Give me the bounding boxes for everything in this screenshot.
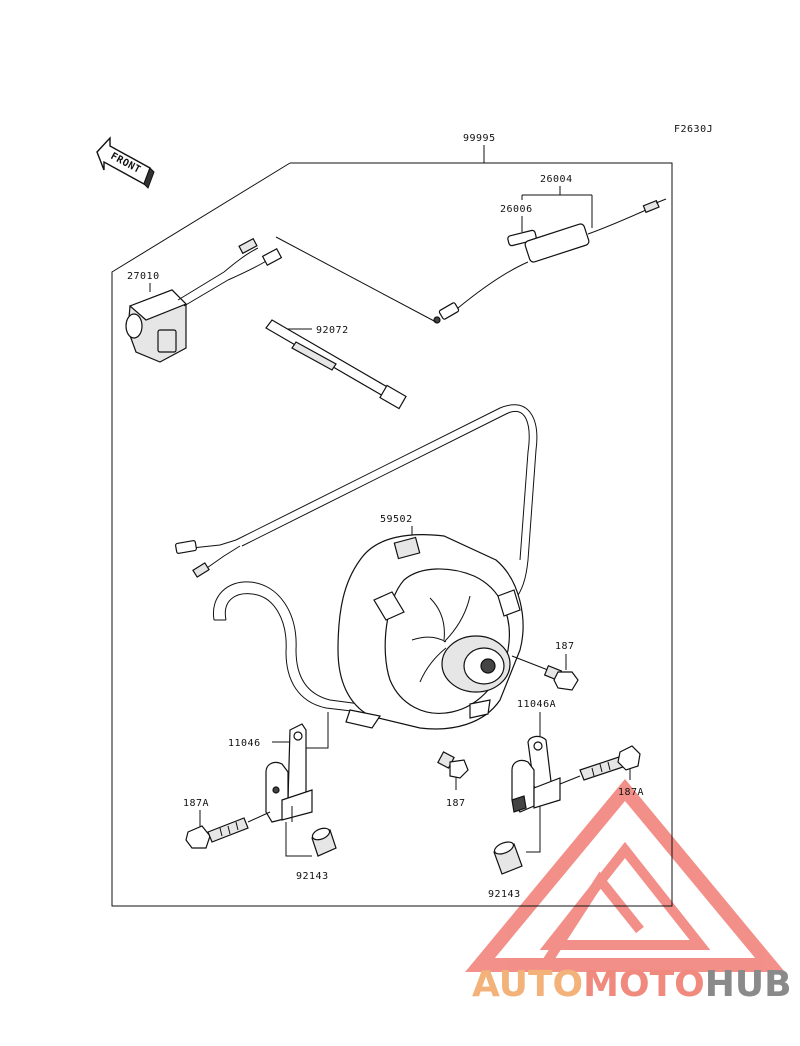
- kit-frame: [111, 145, 673, 907]
- watermark-part-1: AUTO: [472, 964, 583, 1005]
- watermark-part-3: HUB: [705, 964, 792, 1005]
- bolt-187a-left-icon: [185, 817, 249, 849]
- fuse-icon: [507, 229, 537, 247]
- label-collar-left: 92143: [296, 871, 329, 882]
- watermark-text: AUTOMOTOHUB: [472, 964, 792, 1005]
- bracket-11046-icon: [265, 723, 313, 823]
- label-bracket-11046a: 11046A: [517, 699, 556, 710]
- bolt-187-center-icon: [437, 751, 469, 779]
- bracket-11046a-icon: [511, 735, 561, 813]
- switch-icon: [125, 289, 188, 363]
- label-switch: 27010: [127, 271, 160, 282]
- label-band: 92072: [316, 325, 349, 336]
- label-bolt-187a-left: 187A: [183, 798, 209, 809]
- watermark-part-2: MOTO: [583, 964, 705, 1005]
- collar-right-icon: [493, 841, 523, 875]
- label-bolt-187-center: 187: [446, 798, 466, 809]
- front-arrow-icon: FRONT: [96, 136, 155, 189]
- bolt-187a-right-icon: [579, 745, 641, 781]
- relay-icon: [524, 223, 590, 263]
- label-bolt-187a-right: 187A: [618, 787, 644, 798]
- label-collar-right: 92143: [488, 889, 521, 900]
- label-fuse: 26006: [500, 204, 533, 215]
- label-kit: 99995: [463, 133, 496, 144]
- fan-assy-icon: [337, 534, 524, 730]
- watermark-logo-icon: [465, 779, 785, 972]
- label-bolt-187-right: 187: [555, 641, 575, 652]
- label-fan-assy: 59502: [380, 514, 413, 525]
- label-bracket-11046: 11046: [228, 738, 261, 749]
- figure-code: F2630J: [674, 124, 713, 135]
- label-relay-assy: 26004: [540, 174, 573, 185]
- collar-left-icon: [311, 827, 337, 857]
- band-icon: [265, 319, 407, 410]
- bolt-187-right-icon: [543, 664, 579, 691]
